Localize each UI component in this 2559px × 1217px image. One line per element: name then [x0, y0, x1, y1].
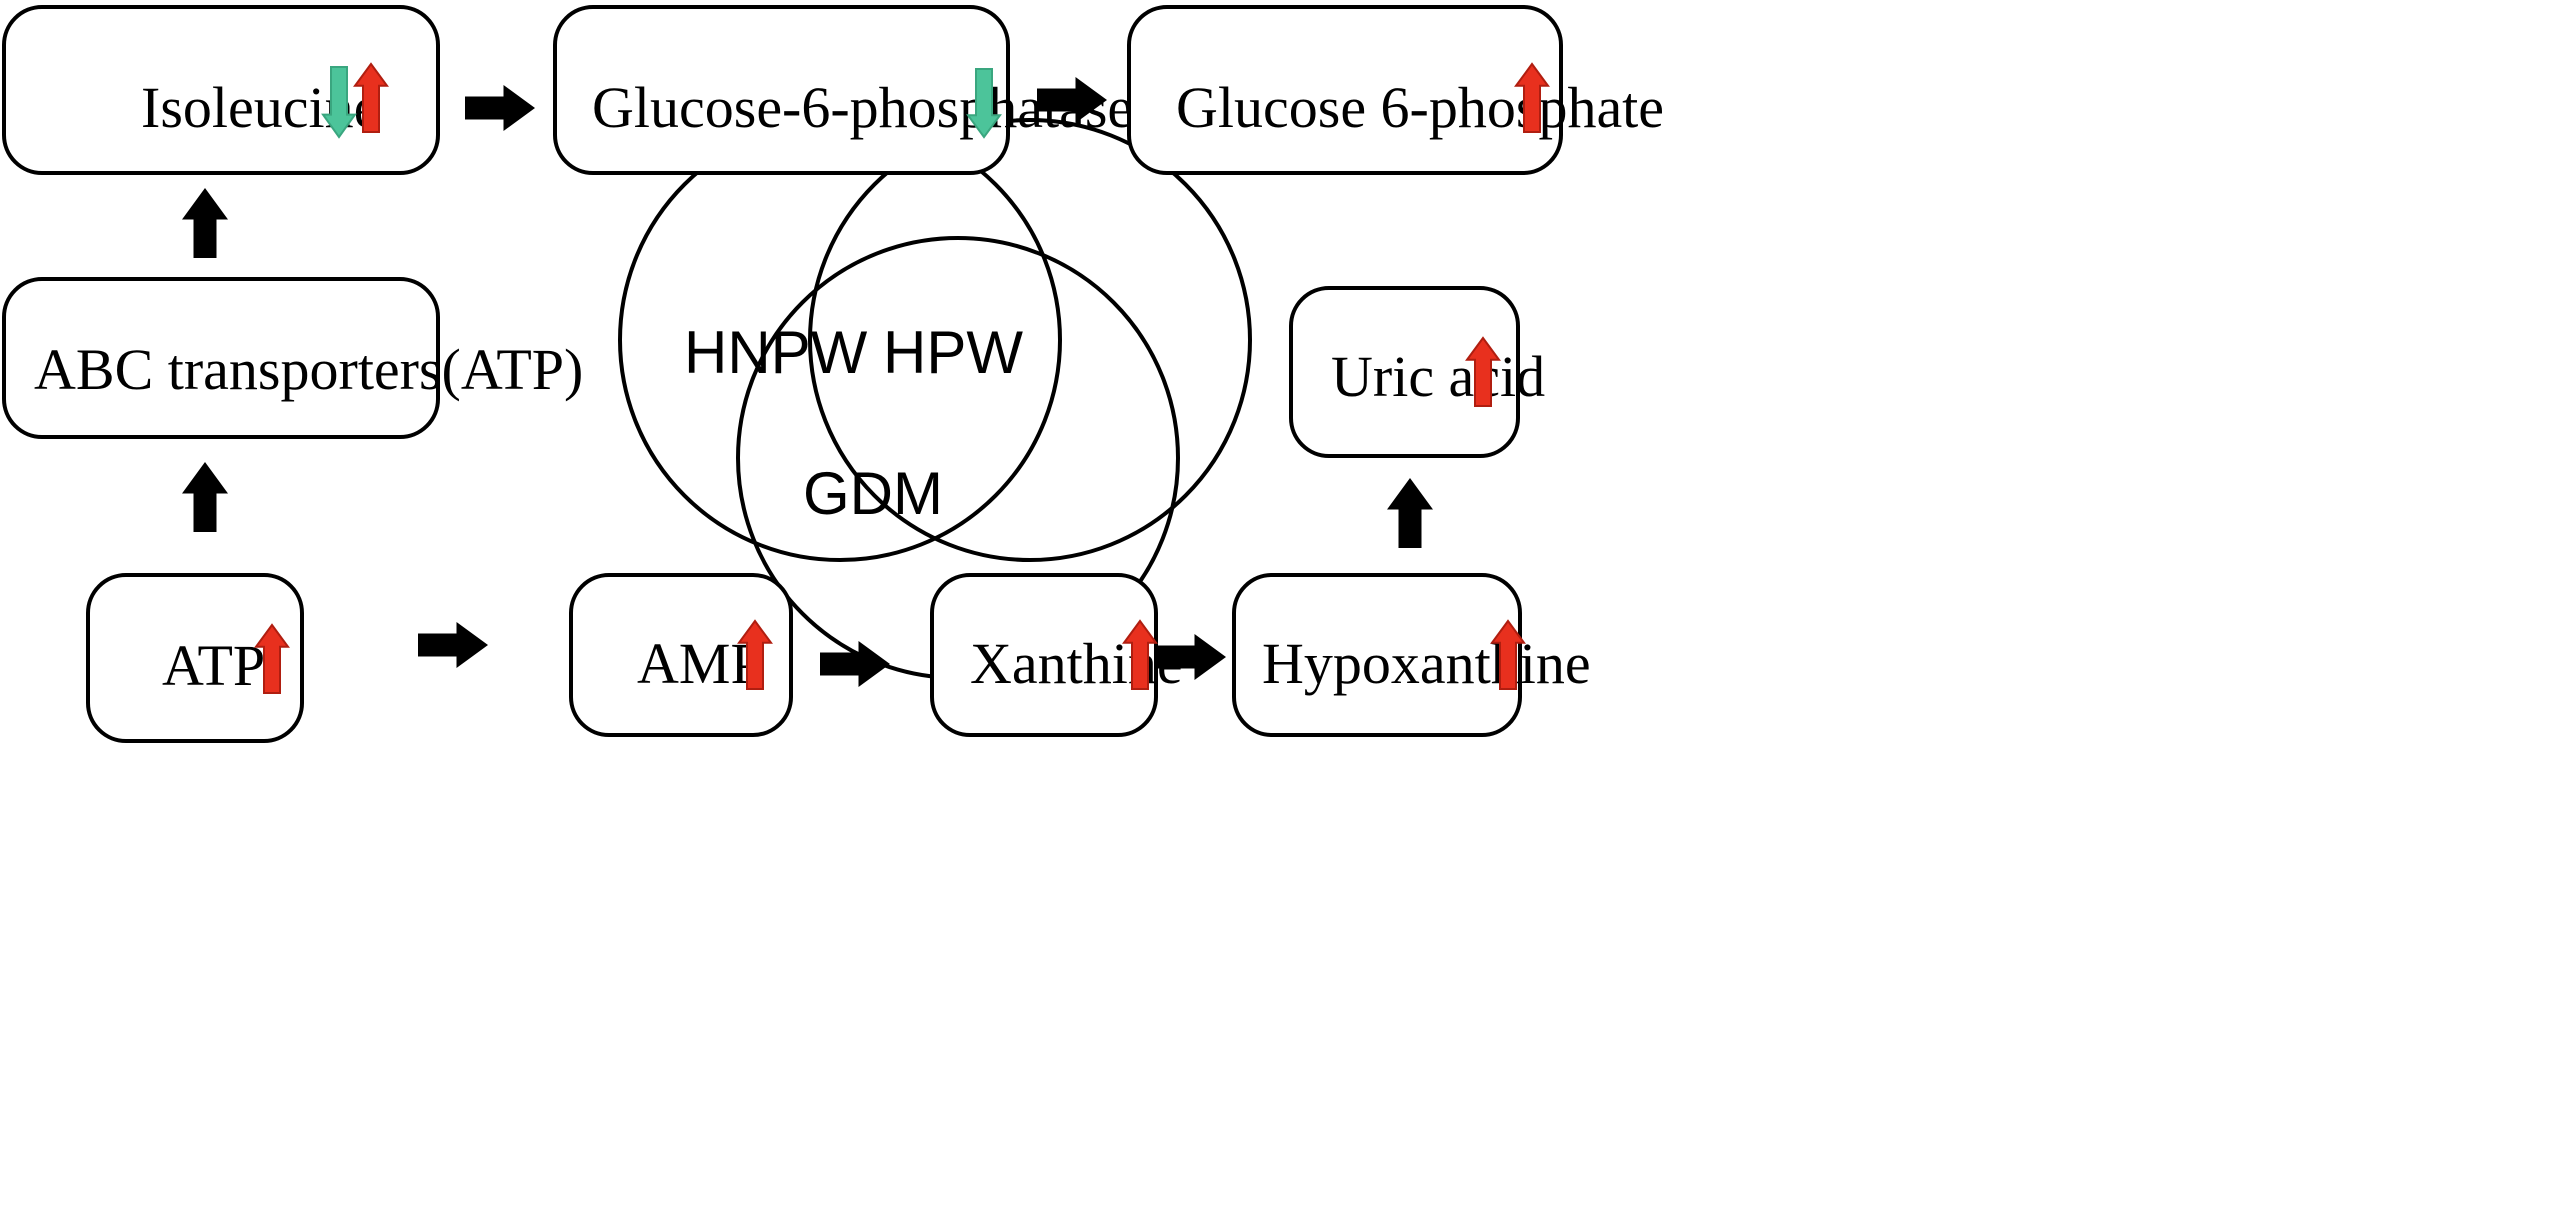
node-abc-transporters: ABC transporters(ATP): [2, 277, 583, 439]
up-arrow-icon: [737, 619, 773, 690]
down-arrow-shape: [966, 68, 1002, 139]
up-arrow-icon: [1465, 336, 1501, 407]
node-abc-transporters-label: ABC transporters(ATP): [34, 337, 584, 402]
node-isoleucine: Isoleucine: [2, 5, 440, 175]
down-arrow-icon: [966, 68, 1002, 139]
flow-arrow-hypoxanthine-to-uric-acid: [1387, 478, 1433, 548]
node-xanthine: Xanthine: [930, 573, 1183, 737]
venn-circle-hpw: [808, 118, 1252, 562]
up-arrow-icon: [254, 623, 290, 694]
venn-label-gdm: GDM: [803, 460, 943, 527]
venn-label-hnpw: HNPW: [684, 319, 868, 386]
up-arrow-icon: [1514, 62, 1550, 133]
flow-arrow-shape: [182, 188, 228, 258]
up-arrow-icon: [1122, 619, 1158, 690]
flow-arrow-shape: [465, 85, 535, 131]
up-arrow-shape: [1490, 619, 1526, 690]
venn-label-hpw: HPW: [883, 319, 1023, 386]
node-glucose-6-phosphate: Glucose 6-phosphate: [1127, 5, 1664, 175]
flow-arrow-amp-to-xanthine: [820, 641, 890, 687]
up-arrow-icon: [353, 62, 389, 133]
flow-arrow-abc-to-isoleucine: [182, 188, 228, 258]
flow-arrow-isoleucine-to-glucose-6-phosphatase: [465, 85, 535, 131]
node-glucose-6-phosphatase: Glucose-6-phosphatase: [553, 5, 1133, 175]
up-arrow-shape: [353, 62, 389, 133]
up-arrow-shape: [1465, 336, 1501, 407]
flow-arrow-atp-to-abc: [182, 462, 228, 532]
node-uric-acid-label: Uric acid: [1331, 344, 1546, 409]
up-arrow-shape: [254, 623, 290, 694]
node-glucose-6-phosphate-label: Glucose 6-phosphate: [1176, 75, 1665, 140]
flow-arrow-shape: [1387, 478, 1433, 548]
flow-arrow-shape: [182, 462, 228, 532]
flow-arrow-atp-to-amp: [418, 622, 488, 668]
flow-arrow-shape: [418, 622, 488, 668]
flow-arrow-glucose-6-phosphatase-to-glucose-6-phosphate: [1037, 77, 1107, 123]
node-amp-label: AMP: [637, 631, 763, 696]
node-atp: ATP: [86, 573, 304, 743]
up-arrow-shape: [1122, 619, 1158, 690]
node-hypoxanthine-label: Hypoxanthine: [1262, 631, 1591, 696]
flow-arrow-shape: [1156, 634, 1226, 680]
node-uric-acid: Uric acid: [1289, 286, 1545, 458]
flow-arrow-xanthine-to-hypoxanthine: [1156, 634, 1226, 680]
node-amp: AMP: [569, 573, 793, 737]
up-arrow-shape: [1514, 62, 1550, 133]
down-arrow-shape: [321, 66, 357, 139]
up-arrow-icon: [1490, 619, 1526, 690]
node-hypoxanthine: Hypoxanthine: [1232, 573, 1591, 737]
flow-arrow-shape: [820, 641, 890, 687]
node-atp-label: ATP: [162, 633, 266, 698]
flow-arrow-shape: [1037, 77, 1107, 123]
up-arrow-shape: [737, 619, 773, 690]
down-arrow-icon: [321, 66, 357, 139]
